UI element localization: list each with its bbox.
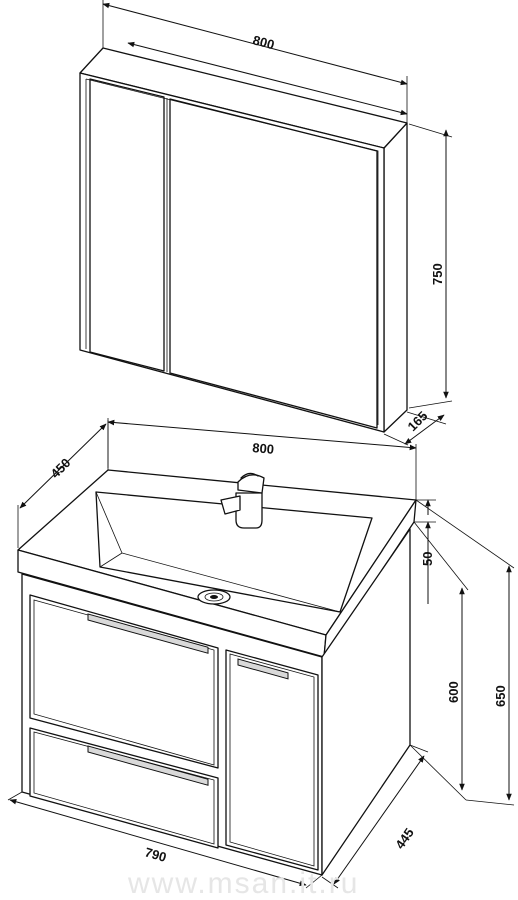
dim-cabinet-width-label: 800: [251, 32, 276, 52]
dim-total-height-label: 650: [493, 685, 508, 707]
vanity-unit: [17, 469, 417, 876]
dim-cabinet-height: 750: [408, 123, 453, 409]
right-door-handle: [237, 658, 289, 680]
dim-basin-thickness: 50: [414, 499, 436, 604]
dim-vanity-height: 600: [409, 521, 469, 801]
dim-total-height: 650: [415, 499, 515, 806]
door-handle: [87, 613, 209, 654]
dim-basin-thickness-label: 50: [420, 552, 435, 566]
dim-basin-width-label: 800: [252, 440, 275, 457]
drawer-handle: [87, 745, 209, 786]
dim-vanity-height-label: 600: [446, 681, 461, 703]
vanity-right-door: [225, 649, 319, 871]
watermark: www.msan.it.ru: [127, 867, 359, 900]
dim-vanity-width: 790: [7, 791, 323, 889]
mirror-cabinet: [79, 47, 408, 433]
faucet: [220, 472, 265, 529]
dim-vanity-width-label: 790: [143, 844, 168, 864]
dim-vanity-depth-label: 445: [392, 825, 417, 851]
dim-cabinet-width: 800: [102, 0, 408, 123]
dim-cabinet-height-label: 750: [430, 263, 445, 285]
cabinet-side-panel: [383, 122, 408, 433]
